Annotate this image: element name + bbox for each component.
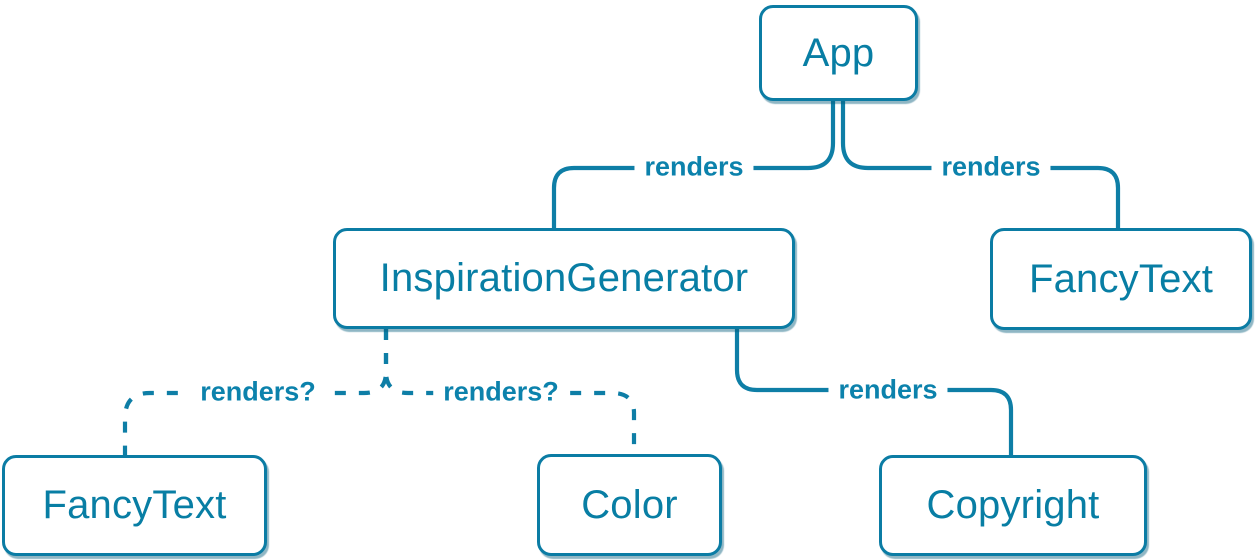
node-inspiration-generator-label: InspirationGenerator: [379, 256, 749, 300]
edge-label-inspirationgenerator-color: renders?: [433, 376, 569, 408]
node-fancy-text-top: FancyText: [990, 228, 1252, 330]
node-copyright: Copyright: [879, 455, 1147, 556]
node-color-label: Color: [581, 482, 678, 527]
node-copyright-label: Copyright: [926, 483, 1100, 527]
edge-inspirationgenerator-to-color-dashed: [383, 329, 637, 455]
node-inspiration-generator: InspirationGenerator: [333, 228, 795, 329]
edge-label-inspirationgenerator-copyright: renders: [828, 374, 948, 406]
edge-label-app-inspirationgenerator: renders: [634, 151, 754, 183]
node-fancy-text-top-label: FancyText: [1028, 256, 1214, 301]
node-app-label: App: [802, 30, 875, 75]
node-fancy-text-bottom-label: FancyText: [42, 483, 227, 527]
node-fancy-text-bottom: FancyText: [2, 455, 267, 556]
edge-label-inspirationgenerator-fancytext: renders?: [190, 376, 326, 408]
node-color: Color: [537, 454, 722, 556]
edge-inspirationgenerator-to-fancytext-dashed: [122, 329, 389, 456]
edge-label-app-fancytext: renders: [931, 151, 1051, 183]
node-app: App: [759, 5, 918, 101]
